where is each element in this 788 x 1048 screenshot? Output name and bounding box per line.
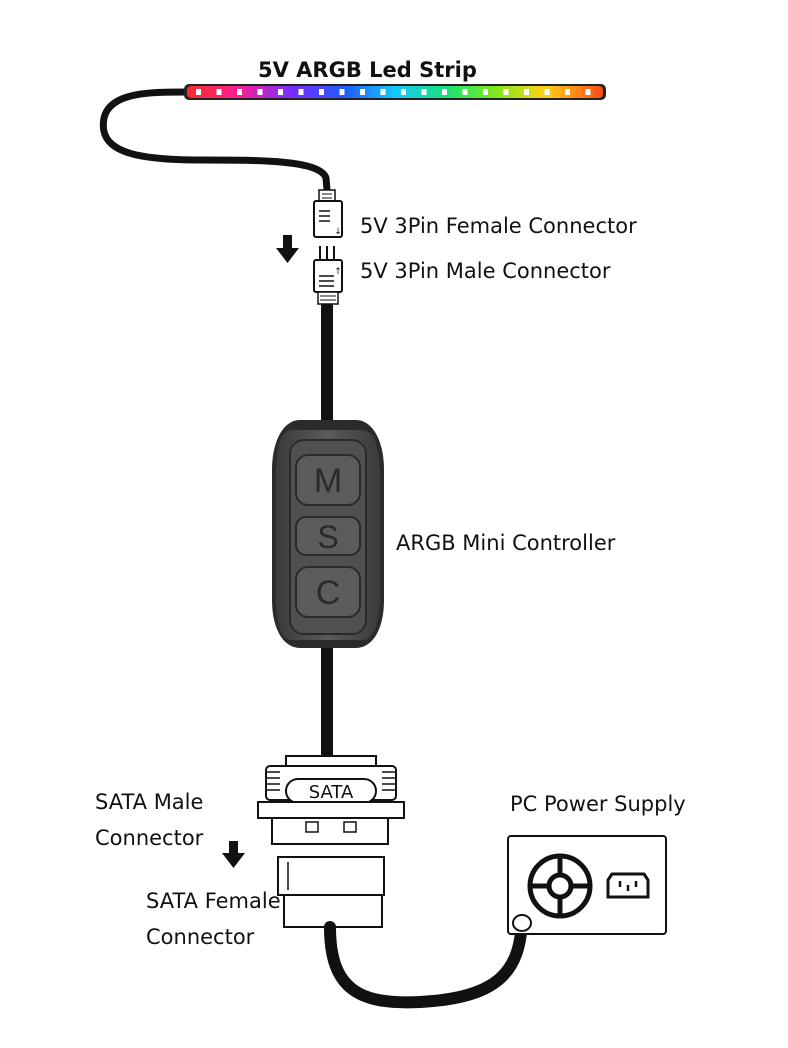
sata-male-connector: SATA xyxy=(257,755,405,845)
mode-button[interactable] xyxy=(295,454,361,506)
led-dot xyxy=(196,89,201,95)
argb-mini-controller: M S C xyxy=(272,420,384,648)
led-dot xyxy=(401,89,406,95)
led-dot xyxy=(421,89,427,95)
psu-label: PC Power Supply xyxy=(510,792,686,816)
led-dot xyxy=(483,89,488,95)
female-connector-label: 5V 3Pin Female Connector xyxy=(360,214,637,238)
led-dot xyxy=(442,89,447,95)
male-connector: ↑ xyxy=(313,259,343,305)
down-arrow-icon xyxy=(276,235,299,263)
led-dot xyxy=(585,89,591,95)
led-dot xyxy=(257,89,263,95)
female-connector: ↓ xyxy=(313,189,343,238)
color-button[interactable] xyxy=(295,566,361,618)
sata-plug-label: SATA xyxy=(309,782,354,803)
sata-female-label-line1: SATA Female xyxy=(146,889,281,913)
led-dot xyxy=(339,89,345,95)
led-dot xyxy=(544,89,550,95)
led-dot xyxy=(216,89,222,95)
led-strip-label: 5V ARGB Led Strip xyxy=(258,58,477,82)
led-strip xyxy=(184,84,606,100)
speed-button-label: S xyxy=(317,519,338,555)
sata-female-label-line2: Connector xyxy=(146,925,255,949)
led-dot xyxy=(380,89,386,95)
male-connector-label: 5V 3Pin Male Connector xyxy=(360,259,611,283)
led-dot xyxy=(524,89,529,95)
color-button-label: C xyxy=(316,574,341,612)
led-dot xyxy=(278,89,283,95)
pc-power-supply xyxy=(507,835,667,935)
sata-male-label-line2: Connector xyxy=(95,826,204,850)
svg-text:↑: ↑ xyxy=(334,267,342,277)
svg-text:↓: ↓ xyxy=(334,227,342,237)
down-arrow-icon xyxy=(222,841,245,868)
strip-cable xyxy=(99,88,331,194)
speed-button[interactable] xyxy=(295,516,361,556)
controller-label: ARGB Mini Controller xyxy=(396,531,616,555)
led-dot xyxy=(319,89,324,95)
led-dot xyxy=(298,89,304,95)
power-socket-icon xyxy=(606,872,650,899)
mode-button-label: M xyxy=(314,462,342,500)
led-dot xyxy=(237,89,242,95)
psu-cable xyxy=(324,914,528,1009)
fan-icon xyxy=(527,853,593,919)
led-dot xyxy=(503,89,509,95)
led-dot xyxy=(565,89,570,95)
sata-male-label-line1: SATA Male xyxy=(95,790,204,814)
sata-female-connector xyxy=(277,856,385,928)
led-dot xyxy=(462,89,468,95)
led-dot xyxy=(360,89,365,95)
